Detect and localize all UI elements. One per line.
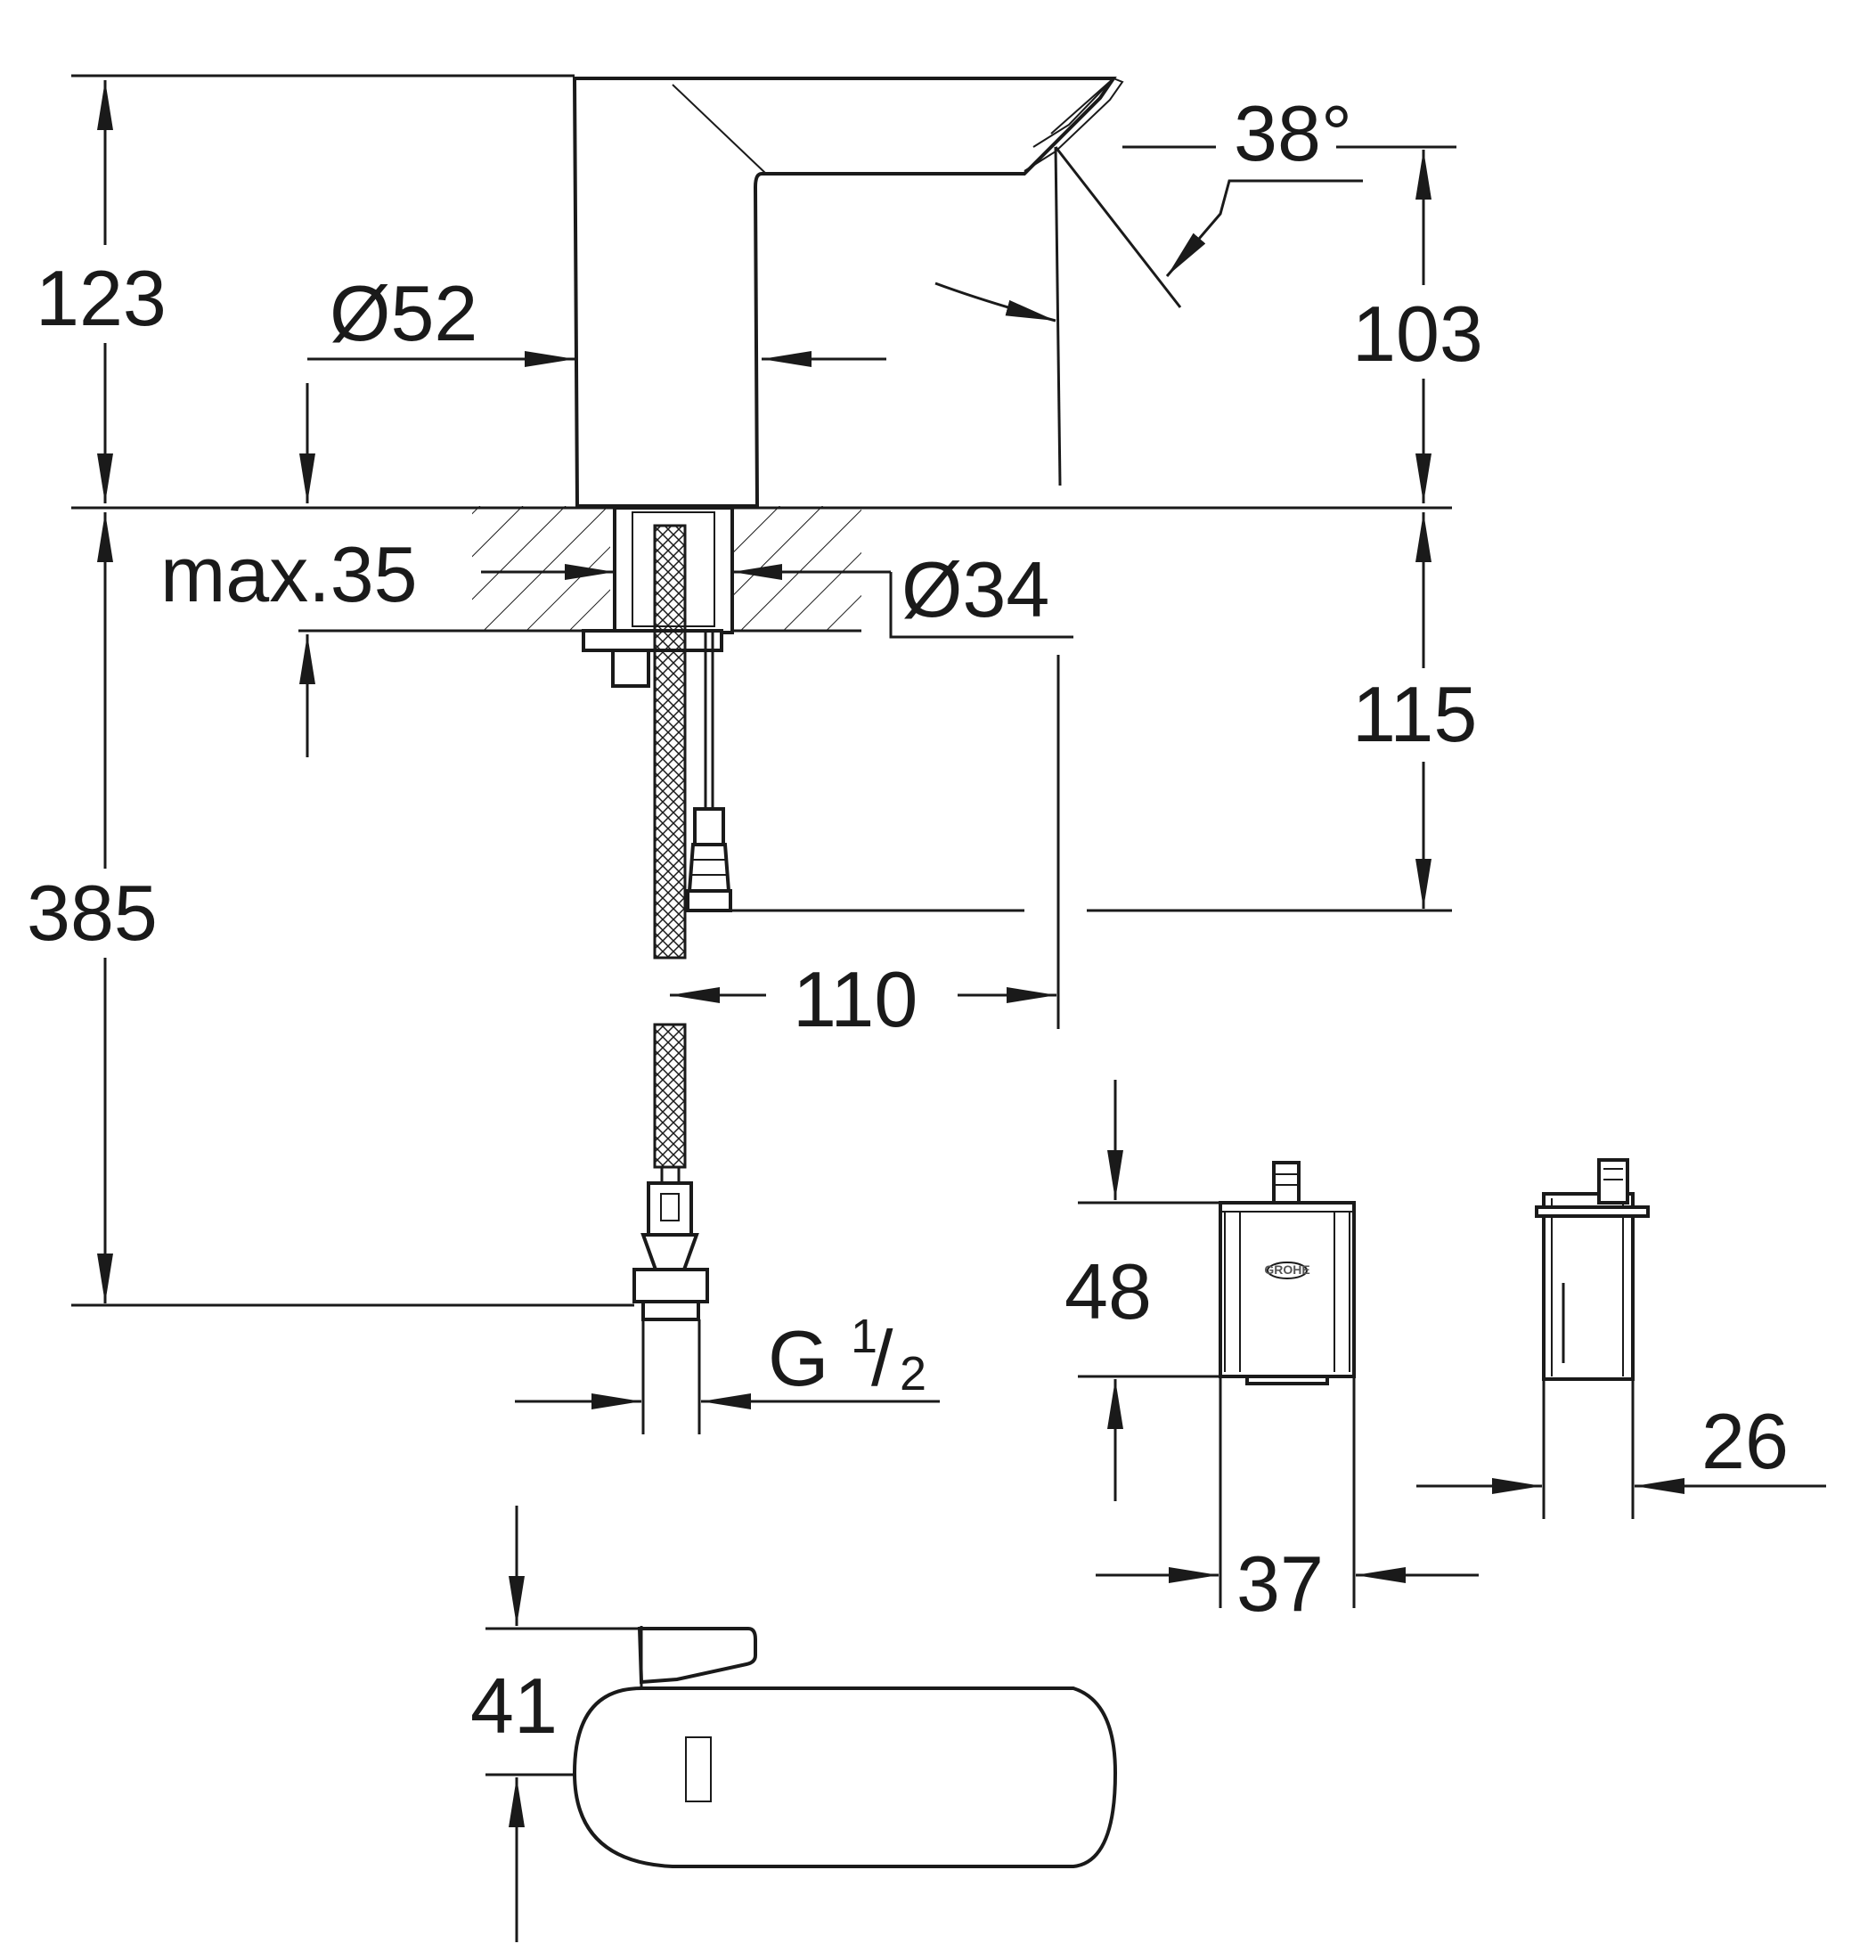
dimension-labels: 123 Ø52 38° 103 max.35 Ø34 115 385 110 G… (27, 89, 1789, 1750)
braided-hose-lower (653, 1023, 687, 1169)
dim-angle: 38° (1234, 89, 1352, 177)
control-box-front: GROHE (1219, 1161, 1356, 1385)
dim-height-top: 123 (36, 254, 167, 342)
dimension-lines (71, 74, 1456, 1409)
cable-connector (693, 807, 725, 846)
box-connector (1272, 1161, 1301, 1205)
dim-thread-main: G (768, 1314, 828, 1402)
braided-hose-upper (653, 524, 687, 960)
hose-nut (632, 1268, 709, 1303)
dim-box-width: 37 (1236, 1539, 1324, 1628)
dim-height-spout: 103 (1352, 290, 1483, 378)
dim-height-total: 385 (27, 869, 158, 957)
dim-thread-den: 2 (900, 1347, 926, 1401)
dim-max-thickness: max.35 (160, 530, 418, 618)
control-box-side (1535, 1158, 1650, 1381)
box-logo-text: GROHE (1264, 1262, 1309, 1277)
dim-diameter-spout: Ø52 (330, 269, 477, 357)
top-logo-icon (685, 1736, 712, 1802)
countertop-section-left (472, 506, 610, 631)
dim-top-height: 41 (470, 1662, 558, 1750)
box-dimension-lines (1078, 1080, 1826, 1608)
top-view-body (572, 1686, 1118, 1868)
dim-thread-slash: / (871, 1314, 893, 1402)
faucet-top-view (485, 1506, 1118, 1942)
brand-logo-icon (1267, 1262, 1308, 1279)
dim-box-height: 48 (1064, 1247, 1152, 1335)
dim-box-depth: 26 (1701, 1397, 1789, 1485)
countertop-section-right (732, 506, 861, 631)
dim-thread-num: 1 (851, 1310, 877, 1363)
dim-height-sensor: 115 (1352, 670, 1477, 758)
faucet-side-view (71, 77, 1452, 1434)
dim-reach-box: 110 (793, 955, 918, 1043)
dim-diameter-hole: Ø34 (901, 545, 1049, 633)
faucet-body (572, 77, 1117, 508)
